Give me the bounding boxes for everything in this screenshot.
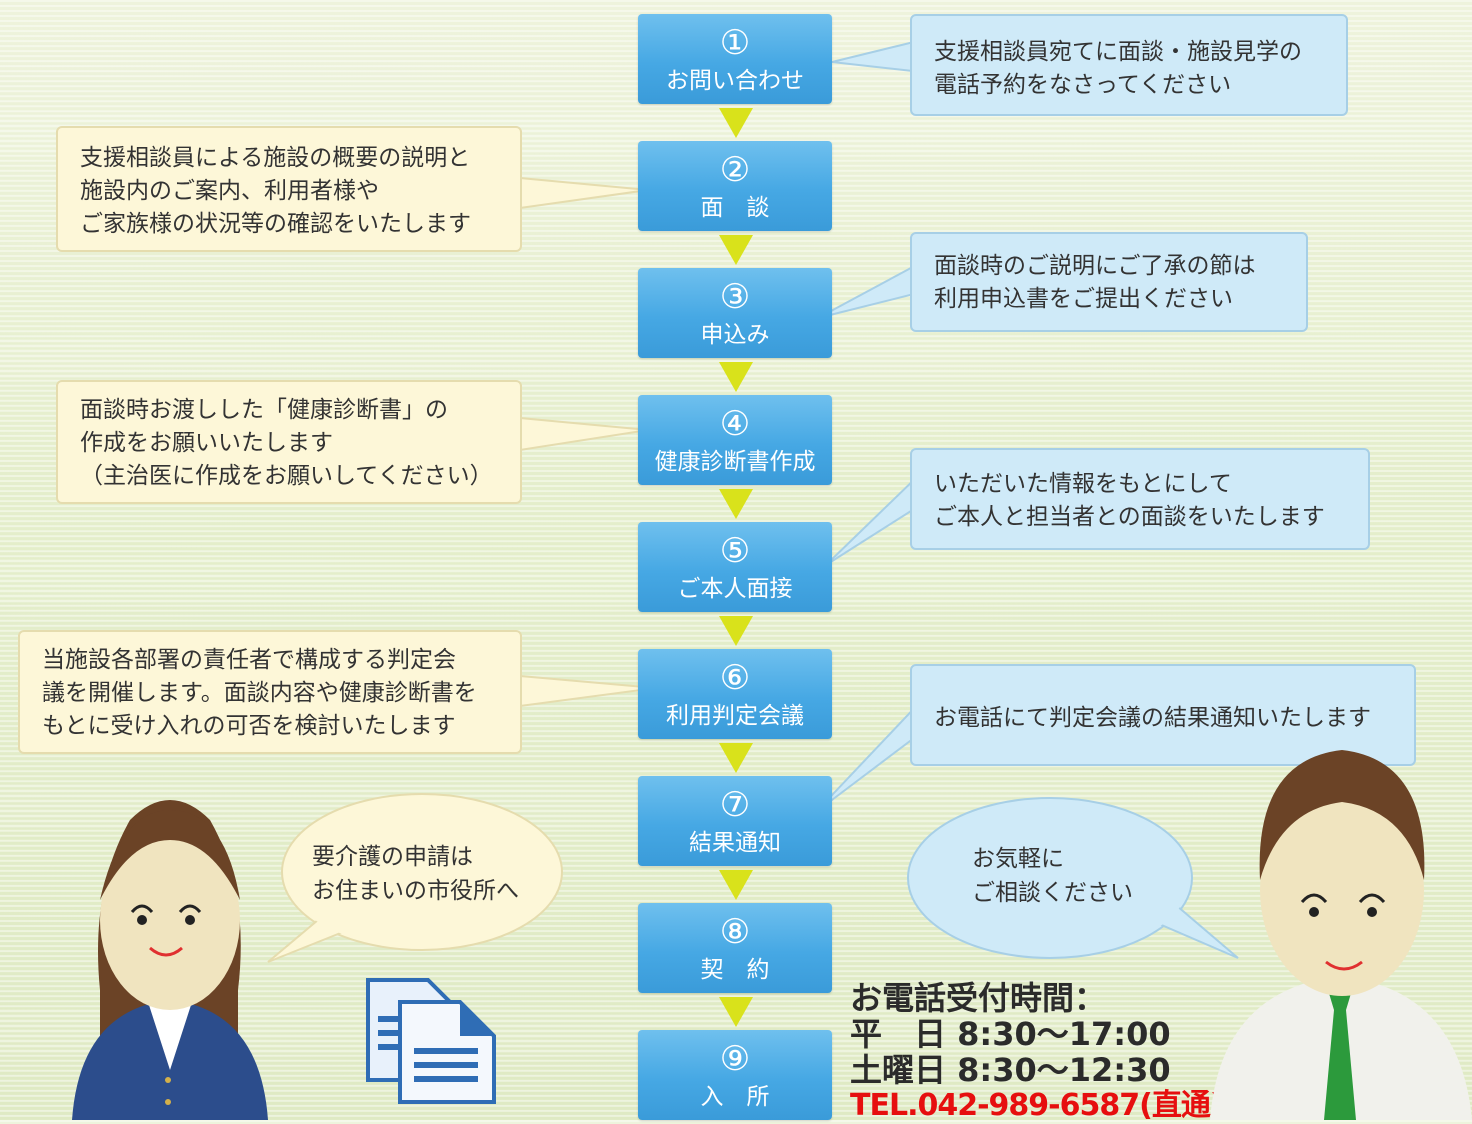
female-staff-illustration <box>72 800 268 1120</box>
note-step-5: いただいた情報をもとにしてご本人と担当者との面談をいたします <box>910 448 1370 550</box>
hours-saturday: 土曜日 8:30〜12:30 <box>850 1051 1171 1089</box>
arrow-down-icon <box>719 743 753 773</box>
speech-bubble-left <box>267 793 563 963</box>
note-step-3: 面談時のご説明にご了承の節は利用申込書をご提出ください <box>910 232 1308 332</box>
document-icon <box>366 978 496 1104</box>
arrow-down-icon <box>719 616 753 646</box>
note-step-7: お電話にて判定会議の結果通知いたします <box>910 664 1416 766</box>
speech-left-text: 要介護の申請はお住まいの市役所へ <box>312 844 519 904</box>
arrow-down-icon <box>719 997 753 1027</box>
arrow-down-icon <box>719 235 753 265</box>
arrow-down-icon <box>719 870 753 900</box>
hours-weekday: 平 日 8:30〜17:00 <box>850 1015 1171 1053</box>
arrow-down-icon <box>719 108 753 138</box>
note-step-1: 支援相談員宛てに面談・施設見学の電話予約をなさってください <box>910 14 1348 116</box>
hours-title: お電話受付時間： <box>850 979 1107 1017</box>
speech-right-text: お気軽にご相談ください <box>972 846 1133 906</box>
note-step-4: 面談時お渡しした「健康診断書」の作成をお願いいたします（主治医に作成をお願いして… <box>56 380 522 504</box>
note-step-6: 当施設各部署の責任者で構成する判定会議を開催します。面談内容や健康診断書をもとに… <box>18 630 522 754</box>
phone-number[interactable]: TEL.042-989-6587(直通) <box>850 1088 1224 1123</box>
arrow-down-icon <box>719 489 753 519</box>
phone-hours: お電話受付時間： 平 日 8:30〜17:00 土曜日 8:30〜12:30 T… <box>850 979 1224 1124</box>
speech-bubble-right <box>907 797 1239 959</box>
arrow-down-icon <box>719 362 753 392</box>
male-staff-illustration <box>1210 750 1472 1120</box>
note-step-2: 支援相談員による施設の概要の説明と施設内のご案内、利用者様やご家族様の状況等の確… <box>56 126 522 252</box>
